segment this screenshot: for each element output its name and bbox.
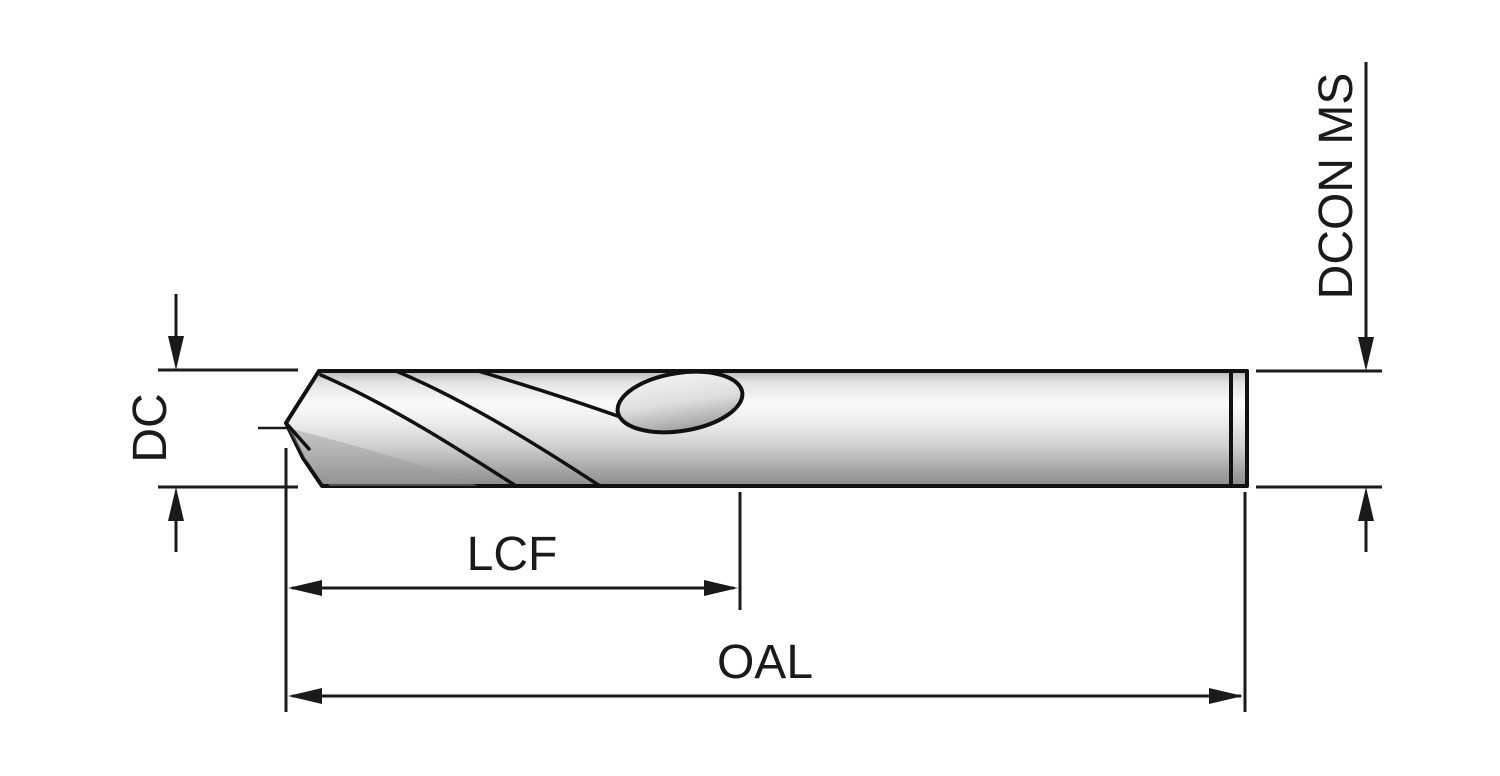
flute-runout — [615, 369, 745, 435]
drill — [284, 369, 1249, 488]
dc-arrow-up-icon — [168, 487, 184, 521]
lcf-arrow-right-icon — [704, 580, 738, 596]
oal-arrow-right-icon — [1209, 688, 1243, 704]
dim-dc: DC — [124, 294, 298, 552]
dim-lcf: LCF — [284, 448, 742, 712]
label-lcf: LCF — [467, 528, 558, 581]
dcon-arrow-up-icon — [1358, 487, 1374, 521]
flute-shading — [288, 428, 478, 486]
flute-curve-2 — [394, 369, 602, 488]
dim-dcon-ms: DCON MS — [1256, 62, 1382, 552]
flute-curve-1 — [319, 373, 518, 488]
lcf-arrow-left-icon — [288, 580, 322, 596]
dcon-arrow-down-icon — [1358, 337, 1374, 371]
label-oal: OAL — [717, 636, 813, 689]
dc-arrow-down-icon — [168, 336, 184, 370]
oal-arrow-left-icon — [288, 688, 322, 704]
drill-end-cap — [1229, 369, 1249, 488]
label-dcon-ms: DCON MS — [1310, 73, 1363, 300]
chisel-edge — [284, 421, 311, 451]
dim-oal: OAL — [288, 492, 1247, 712]
label-dc: DC — [124, 393, 177, 462]
